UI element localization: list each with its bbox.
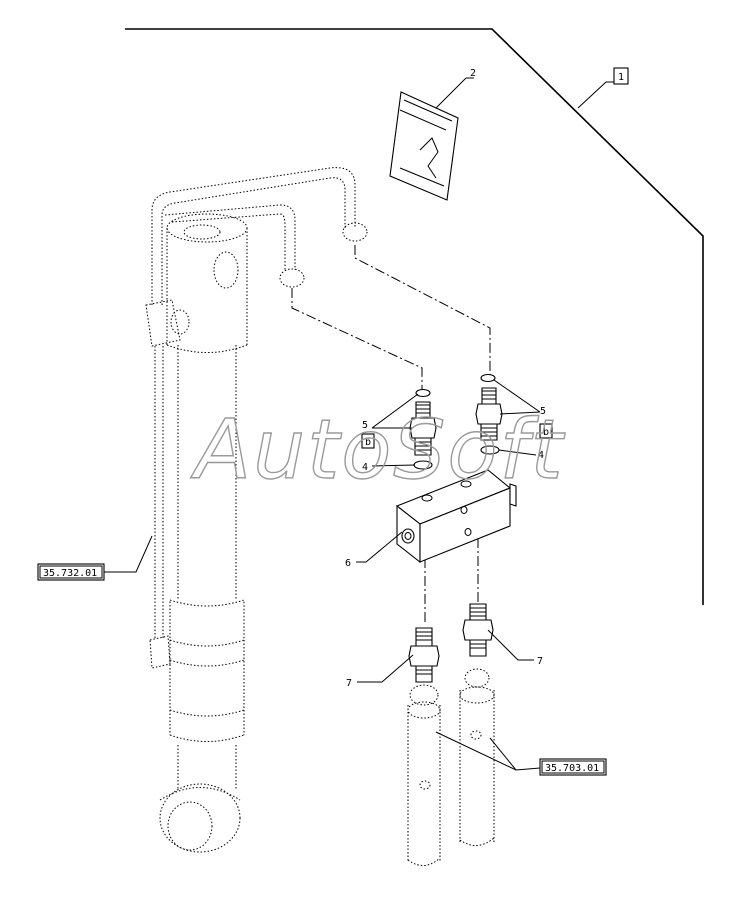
- small-box-left[interactable]: b: [361, 433, 375, 449]
- hydraulic-pipes: [151, 167, 368, 640]
- kit-bracket-line: [125, 28, 704, 605]
- coupling-left[interactable]: [408, 627, 440, 683]
- callout-number-5-right: 5: [540, 406, 546, 417]
- callout-number-7-left: 7: [346, 678, 352, 689]
- callout-item-6[interactable]: 6: [345, 531, 403, 569]
- hoses: [407, 668, 495, 866]
- hydraulic-cylinder: [145, 213, 248, 853]
- fitting-right[interactable]: [475, 387, 503, 441]
- callout-item-4-right[interactable]: 4: [498, 449, 544, 461]
- coupling-right[interactable]: [462, 603, 494, 657]
- callout-item-7-right[interactable]: 7: [487, 629, 543, 667]
- small-box-left-text: b: [365, 437, 371, 448]
- valve-block[interactable]: [395, 469, 517, 564]
- reference-box-right-text: 35.703.01: [545, 763, 599, 774]
- callout-number-7-right: 7: [537, 656, 543, 667]
- callout-number-4-right: 4: [538, 450, 544, 461]
- callout-number-4-left: 4: [362, 462, 368, 473]
- callout-number-1: 1: [618, 72, 624, 83]
- o-ring-upper-left[interactable]: [415, 388, 431, 398]
- instruction-sheet-part[interactable]: [389, 91, 459, 201]
- callout-number-6: 6: [345, 558, 351, 569]
- callout-number-2: 2: [470, 68, 476, 79]
- callout-item-7-left[interactable]: 7: [346, 654, 414, 689]
- callout-item-4-left[interactable]: 4: [362, 462, 416, 473]
- callout-number-5-left: 5: [362, 420, 368, 431]
- o-ring-upper-right[interactable]: [480, 373, 496, 383]
- callout-item-1[interactable]: 1: [577, 67, 629, 109]
- assembly-center-lines: [291, 245, 491, 625]
- watermark-text: AutoSoft: [190, 403, 565, 498]
- callout-item-5-left[interactable]: 5: [362, 393, 419, 431]
- reference-box-left[interactable]: 35.732.01: [37, 535, 153, 581]
- fitting-left[interactable]: [409, 401, 437, 456]
- reference-box-left-text: 35.732.01: [43, 568, 97, 579]
- small-box-right-text: b: [543, 427, 549, 438]
- callout-item-5-right[interactable]: 5: [493, 379, 546, 417]
- callout-item-2[interactable]: 2: [435, 68, 476, 109]
- reference-box-right[interactable]: 35.703.01: [435, 731, 607, 776]
- small-box-right[interactable]: b: [539, 423, 553, 439]
